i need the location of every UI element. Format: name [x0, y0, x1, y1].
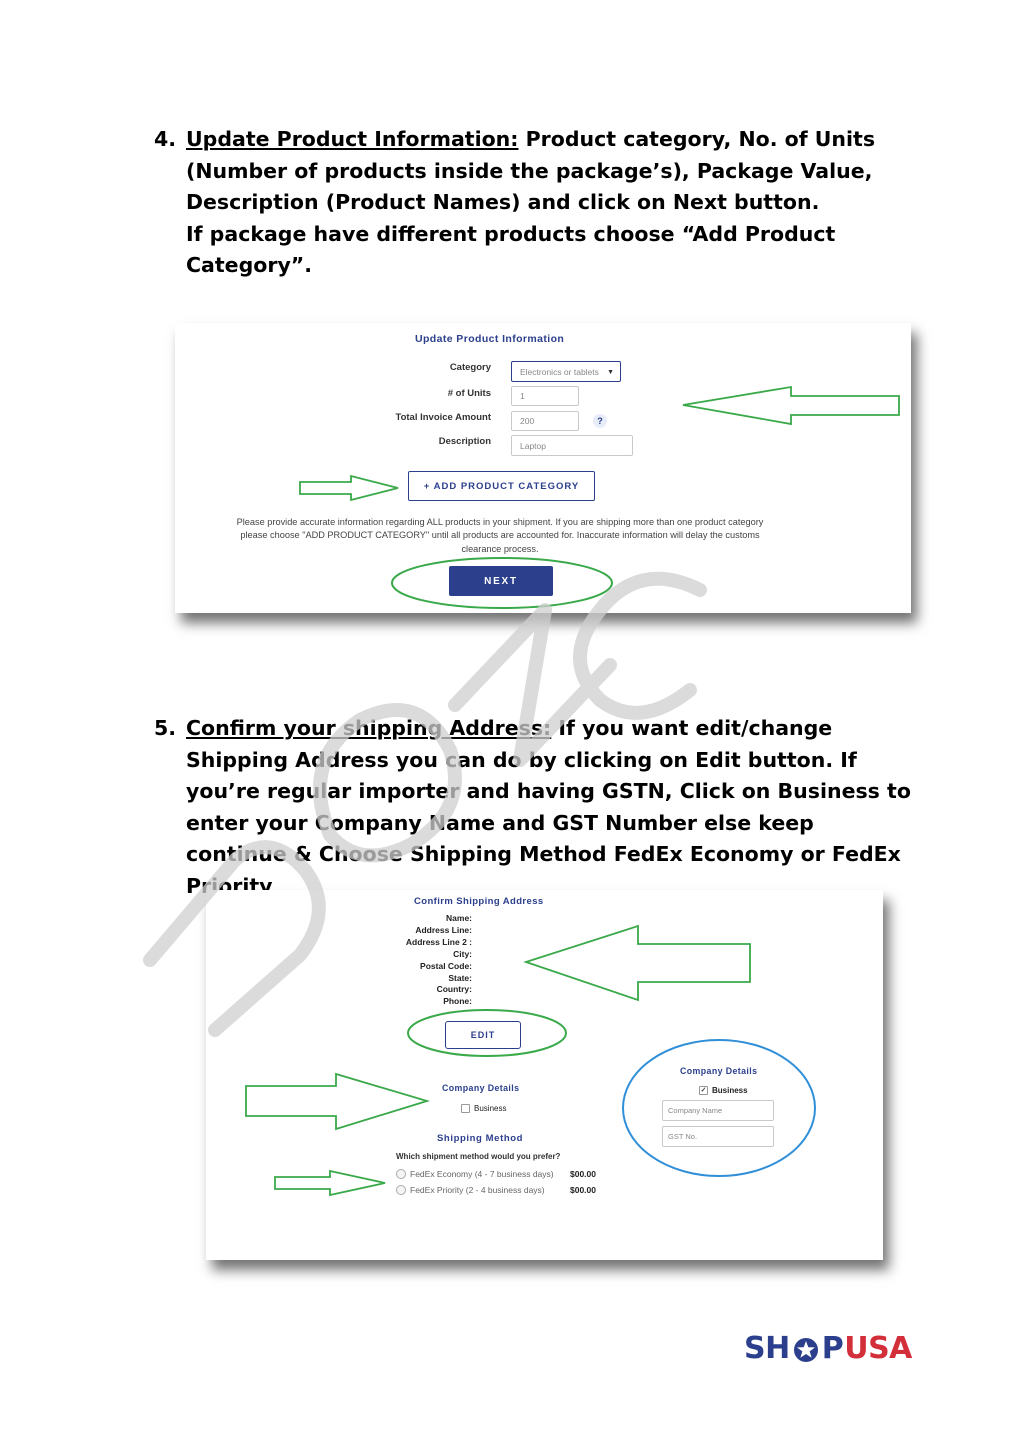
checkmark-icon: ✓: [699, 1086, 708, 1095]
step-4-text: Update Product Information: Product cate…: [186, 124, 916, 282]
shipping-method-title: Shipping Method: [437, 1133, 524, 1144]
notice-line: Please provide accurate information rega…: [236, 517, 764, 527]
amount-label: Total Invoice Amount: [395, 412, 491, 423]
chevron-down-icon: ▼: [607, 369, 614, 376]
shipping-option-priority[interactable]: FedEx Priority (2 - 4 business days): [396, 1185, 545, 1195]
company-name-input[interactable]: Company Name: [662, 1100, 774, 1121]
amount-value: 200: [520, 416, 535, 426]
address-label: Country:: [436, 984, 472, 995]
radio-icon: [396, 1185, 406, 1195]
expanded-company-details-title: Company Details: [680, 1066, 758, 1076]
step-4-instructions: 4. Update Product Information: Product c…: [154, 124, 914, 277]
address-label: Name:: [446, 913, 472, 923]
category-label: Category: [449, 362, 491, 373]
shopusa-logo: SH P USA: [744, 1331, 912, 1366]
gst-placeholder: GST No.: [668, 1132, 698, 1141]
description-value: Laptop: [520, 440, 546, 451]
description-input[interactable]: Laptop: [511, 435, 633, 456]
address-label: Address Line 2 :: [405, 936, 472, 947]
notice-line: clearance process.: [461, 543, 539, 554]
step-5-instructions: 5. Confirm your shipping Address: If you…: [154, 713, 914, 898]
notice-line: please choose "ADD PRODUCT CATEGORY" unt…: [240, 530, 760, 541]
panel-title: Update Product Information: [415, 333, 565, 345]
shipping-address-screenshot: Confirm Shipping Address Name: Address L…: [206, 890, 883, 1260]
product-info-screenshot: Update Product Information Category Elec…: [175, 323, 911, 613]
option-price: $00.00: [570, 1169, 596, 1179]
address-label: City:: [453, 948, 472, 959]
amount-input[interactable]: 200: [511, 411, 579, 431]
business-label: Business: [474, 1104, 507, 1113]
company-details-title: Company Details: [442, 1083, 520, 1093]
expanded-business-checkbox[interactable]: ✓ Business: [699, 1086, 748, 1095]
business-checkbox[interactable]: Business: [461, 1104, 506, 1113]
step-body-line2: If package have different products choos…: [186, 221, 836, 278]
next-button[interactable]: NEXT: [449, 566, 553, 596]
option-label: FedEx Economy (4 - 7 business days): [410, 1169, 554, 1179]
step-heading: Confirm your shipping Address:: [186, 716, 552, 740]
gst-input[interactable]: GST No.: [662, 1126, 774, 1147]
step-heading: Update Product Information:: [186, 127, 519, 151]
units-input[interactable]: 1: [511, 386, 579, 406]
category-select[interactable]: Electronics or tablets ▼: [511, 361, 621, 382]
business-label: Business: [712, 1086, 748, 1095]
address-label: Address Line:: [415, 924, 472, 935]
shipping-question: Which shipment method would you prefer?: [396, 1152, 561, 1161]
step-5-text: Confirm your shipping Address: If you wa…: [186, 713, 916, 903]
company-name-placeholder: Company Name: [668, 1106, 723, 1115]
step-body: If you want edit/change Shipping Address…: [186, 716, 911, 898]
option-label: FedEx Priority (2 - 4 business days): [410, 1185, 545, 1195]
edit-button[interactable]: EDIT: [445, 1021, 521, 1049]
address-labels: Name: Address Line: Address Line 2 : Cit…: [356, 913, 472, 1008]
address-label: Postal Code:: [420, 960, 472, 971]
add-product-category-button[interactable]: + ADD PRODUCT CATEGORY: [408, 471, 595, 501]
units-value: 1: [520, 391, 525, 401]
star-icon: [793, 1337, 818, 1362]
step-number: 4.: [154, 127, 177, 151]
panel-title: Confirm Shipping Address: [414, 896, 544, 907]
address-label: Phone:: [443, 996, 472, 1007]
step-body: Product category, No. of Units (Number o…: [186, 127, 876, 215]
units-label: # of Units: [447, 388, 491, 399]
logo-text-left: SH: [744, 1331, 790, 1366]
description-label: Description: [438, 436, 491, 447]
shipping-option-economy[interactable]: FedEx Economy (4 - 7 business days): [396, 1169, 554, 1179]
help-icon[interactable]: ?: [593, 414, 607, 428]
option-price: $00.00: [570, 1185, 596, 1195]
checkbox-icon: [461, 1104, 470, 1113]
radio-icon: [396, 1169, 406, 1179]
step-number: 5.: [154, 716, 177, 740]
notice-text: Please provide accurate information rega…: [185, 516, 815, 556]
address-label: State:: [448, 972, 472, 983]
logo-text-right: USA: [844, 1331, 912, 1366]
category-value: Electronics or tablets: [520, 366, 599, 377]
